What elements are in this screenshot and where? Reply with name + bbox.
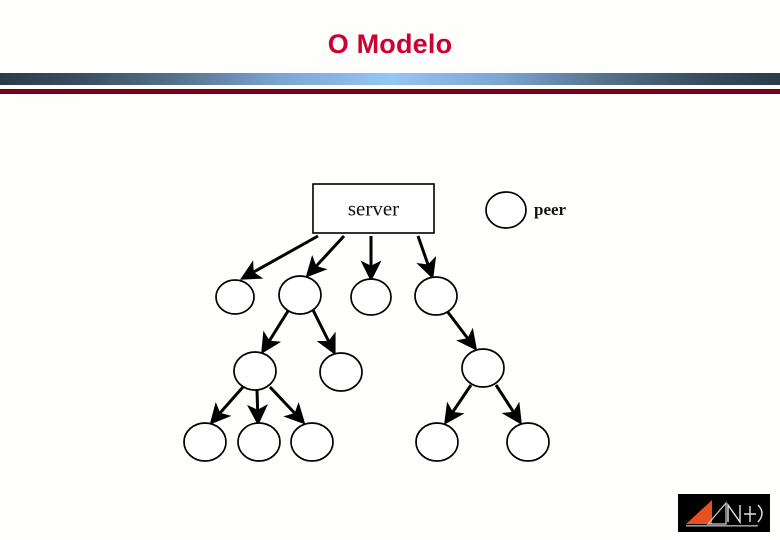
server-label: server bbox=[348, 197, 399, 221]
logo-underline bbox=[686, 525, 758, 527]
diagram-edge bbox=[311, 309, 336, 356]
diagram-edge bbox=[305, 234, 346, 278]
peer-node bbox=[414, 276, 458, 316]
peer-node bbox=[183, 422, 227, 462]
diagram-edge bbox=[246, 389, 268, 426]
server-box bbox=[312, 183, 435, 234]
logo-mark-cross bbox=[744, 506, 756, 522]
peer-node bbox=[415, 422, 459, 462]
logo-triangle-outline bbox=[706, 501, 727, 525]
diagram-edge bbox=[268, 385, 306, 425]
diagram-edge bbox=[209, 386, 245, 425]
peer-node bbox=[350, 278, 392, 316]
peer-legend-icon bbox=[485, 191, 527, 229]
peer-node bbox=[278, 275, 322, 315]
diagram-edges bbox=[209, 234, 522, 426]
peer-node bbox=[461, 348, 505, 388]
diagram-edge bbox=[416, 235, 437, 280]
logo-triangle bbox=[686, 500, 712, 524]
peer-node bbox=[290, 422, 334, 462]
diagram-edge bbox=[445, 310, 478, 351]
peer-node bbox=[215, 279, 255, 315]
page-title: O Modelo bbox=[327, 29, 453, 59]
gradient-rule bbox=[0, 73, 780, 85]
peer-node bbox=[319, 352, 363, 392]
company-logo bbox=[678, 494, 770, 532]
peer-node bbox=[233, 351, 277, 391]
diagram-edge bbox=[261, 310, 290, 354]
diagram-edge bbox=[239, 234, 319, 280]
logo-mark-c bbox=[757, 504, 763, 523]
server-node: server bbox=[312, 183, 435, 234]
logo-mark-n bbox=[727, 502, 741, 525]
legend: peer bbox=[485, 191, 567, 229]
red-rule bbox=[0, 89, 780, 94]
diagram-edge bbox=[444, 384, 473, 425]
diagram-nodes bbox=[183, 275, 550, 462]
peer-node bbox=[506, 422, 550, 462]
peer-node bbox=[237, 422, 281, 462]
peer-legend-label: peer bbox=[534, 200, 567, 219]
diagram-edge bbox=[494, 384, 522, 425]
